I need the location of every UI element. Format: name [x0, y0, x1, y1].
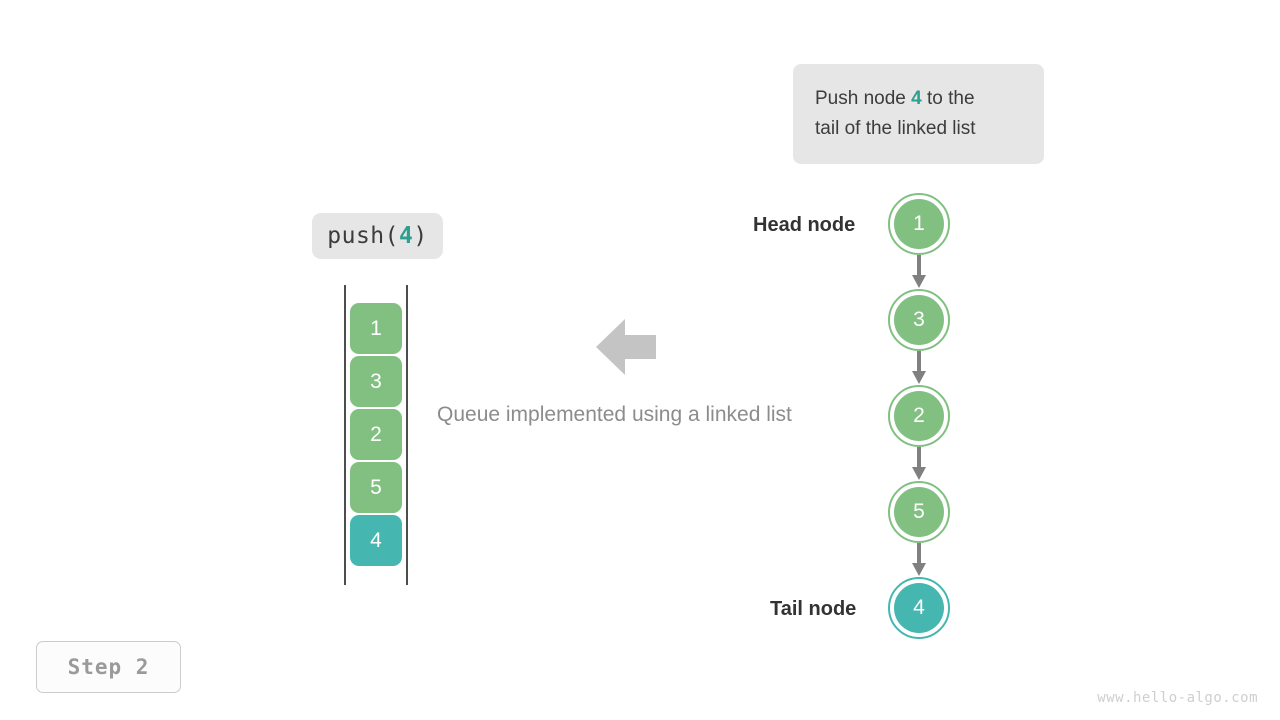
- tooltip-line2: tail of the linked list: [815, 118, 976, 139]
- linked-list-node: 3: [888, 289, 950, 351]
- tooltip-line1-accent: 4: [911, 88, 922, 109]
- node-value: 2: [894, 391, 944, 441]
- node-value: 4: [894, 583, 944, 633]
- head-node-label: Head node: [753, 214, 856, 236]
- linked-list-node: 5: [888, 481, 950, 543]
- arrow-down-icon: [888, 351, 952, 385]
- array-cell: 2: [350, 409, 402, 460]
- linked-list-node: 2: [888, 385, 950, 447]
- watermark: www.hello-algo.com: [1097, 690, 1258, 706]
- step-badge: Step 2: [36, 641, 181, 693]
- operation-description-box: Push node 4 to the tail of the linked li…: [793, 64, 1044, 164]
- linked-list-item: 4: [888, 577, 952, 639]
- node-value: 3: [894, 295, 944, 345]
- arrow-down-icon: [888, 447, 952, 481]
- arrow-left-icon: [596, 318, 656, 376]
- node-value: 5: [894, 487, 944, 537]
- node-value: 1: [894, 199, 944, 249]
- linked-list-item: 3: [888, 289, 952, 351]
- array-cell: 1: [350, 303, 402, 354]
- linked-list-node: 1: [888, 193, 950, 255]
- arrow-down-icon: [888, 543, 952, 577]
- linked-list-diagram: 1 3 2 5 4: [888, 193, 952, 639]
- linked-list-item: 1: [888, 193, 952, 255]
- arrow-down-icon: [888, 255, 952, 289]
- linked-list-node: 4: [888, 577, 950, 639]
- operation-suffix: ): [413, 223, 428, 249]
- linked-list-item: 2: [888, 385, 952, 447]
- operation-label: push(4): [312, 213, 443, 259]
- array-cell: 3: [350, 356, 402, 407]
- array-bracket-right: [406, 285, 408, 585]
- linked-list-item: 5: [888, 481, 952, 543]
- diagram-caption: Queue implemented using a linked list: [437, 403, 792, 426]
- array-cell: 4: [350, 515, 402, 566]
- tooltip-line1-prefix: Push node: [815, 88, 912, 109]
- tooltip-line1-suffix: to the: [921, 88, 975, 109]
- tail-node-label: Tail node: [770, 598, 857, 620]
- array-bracket-left: [344, 285, 346, 585]
- operation-argument: 4: [399, 223, 414, 249]
- array-cell: 5: [350, 462, 402, 513]
- operation-prefix: push(: [327, 223, 400, 249]
